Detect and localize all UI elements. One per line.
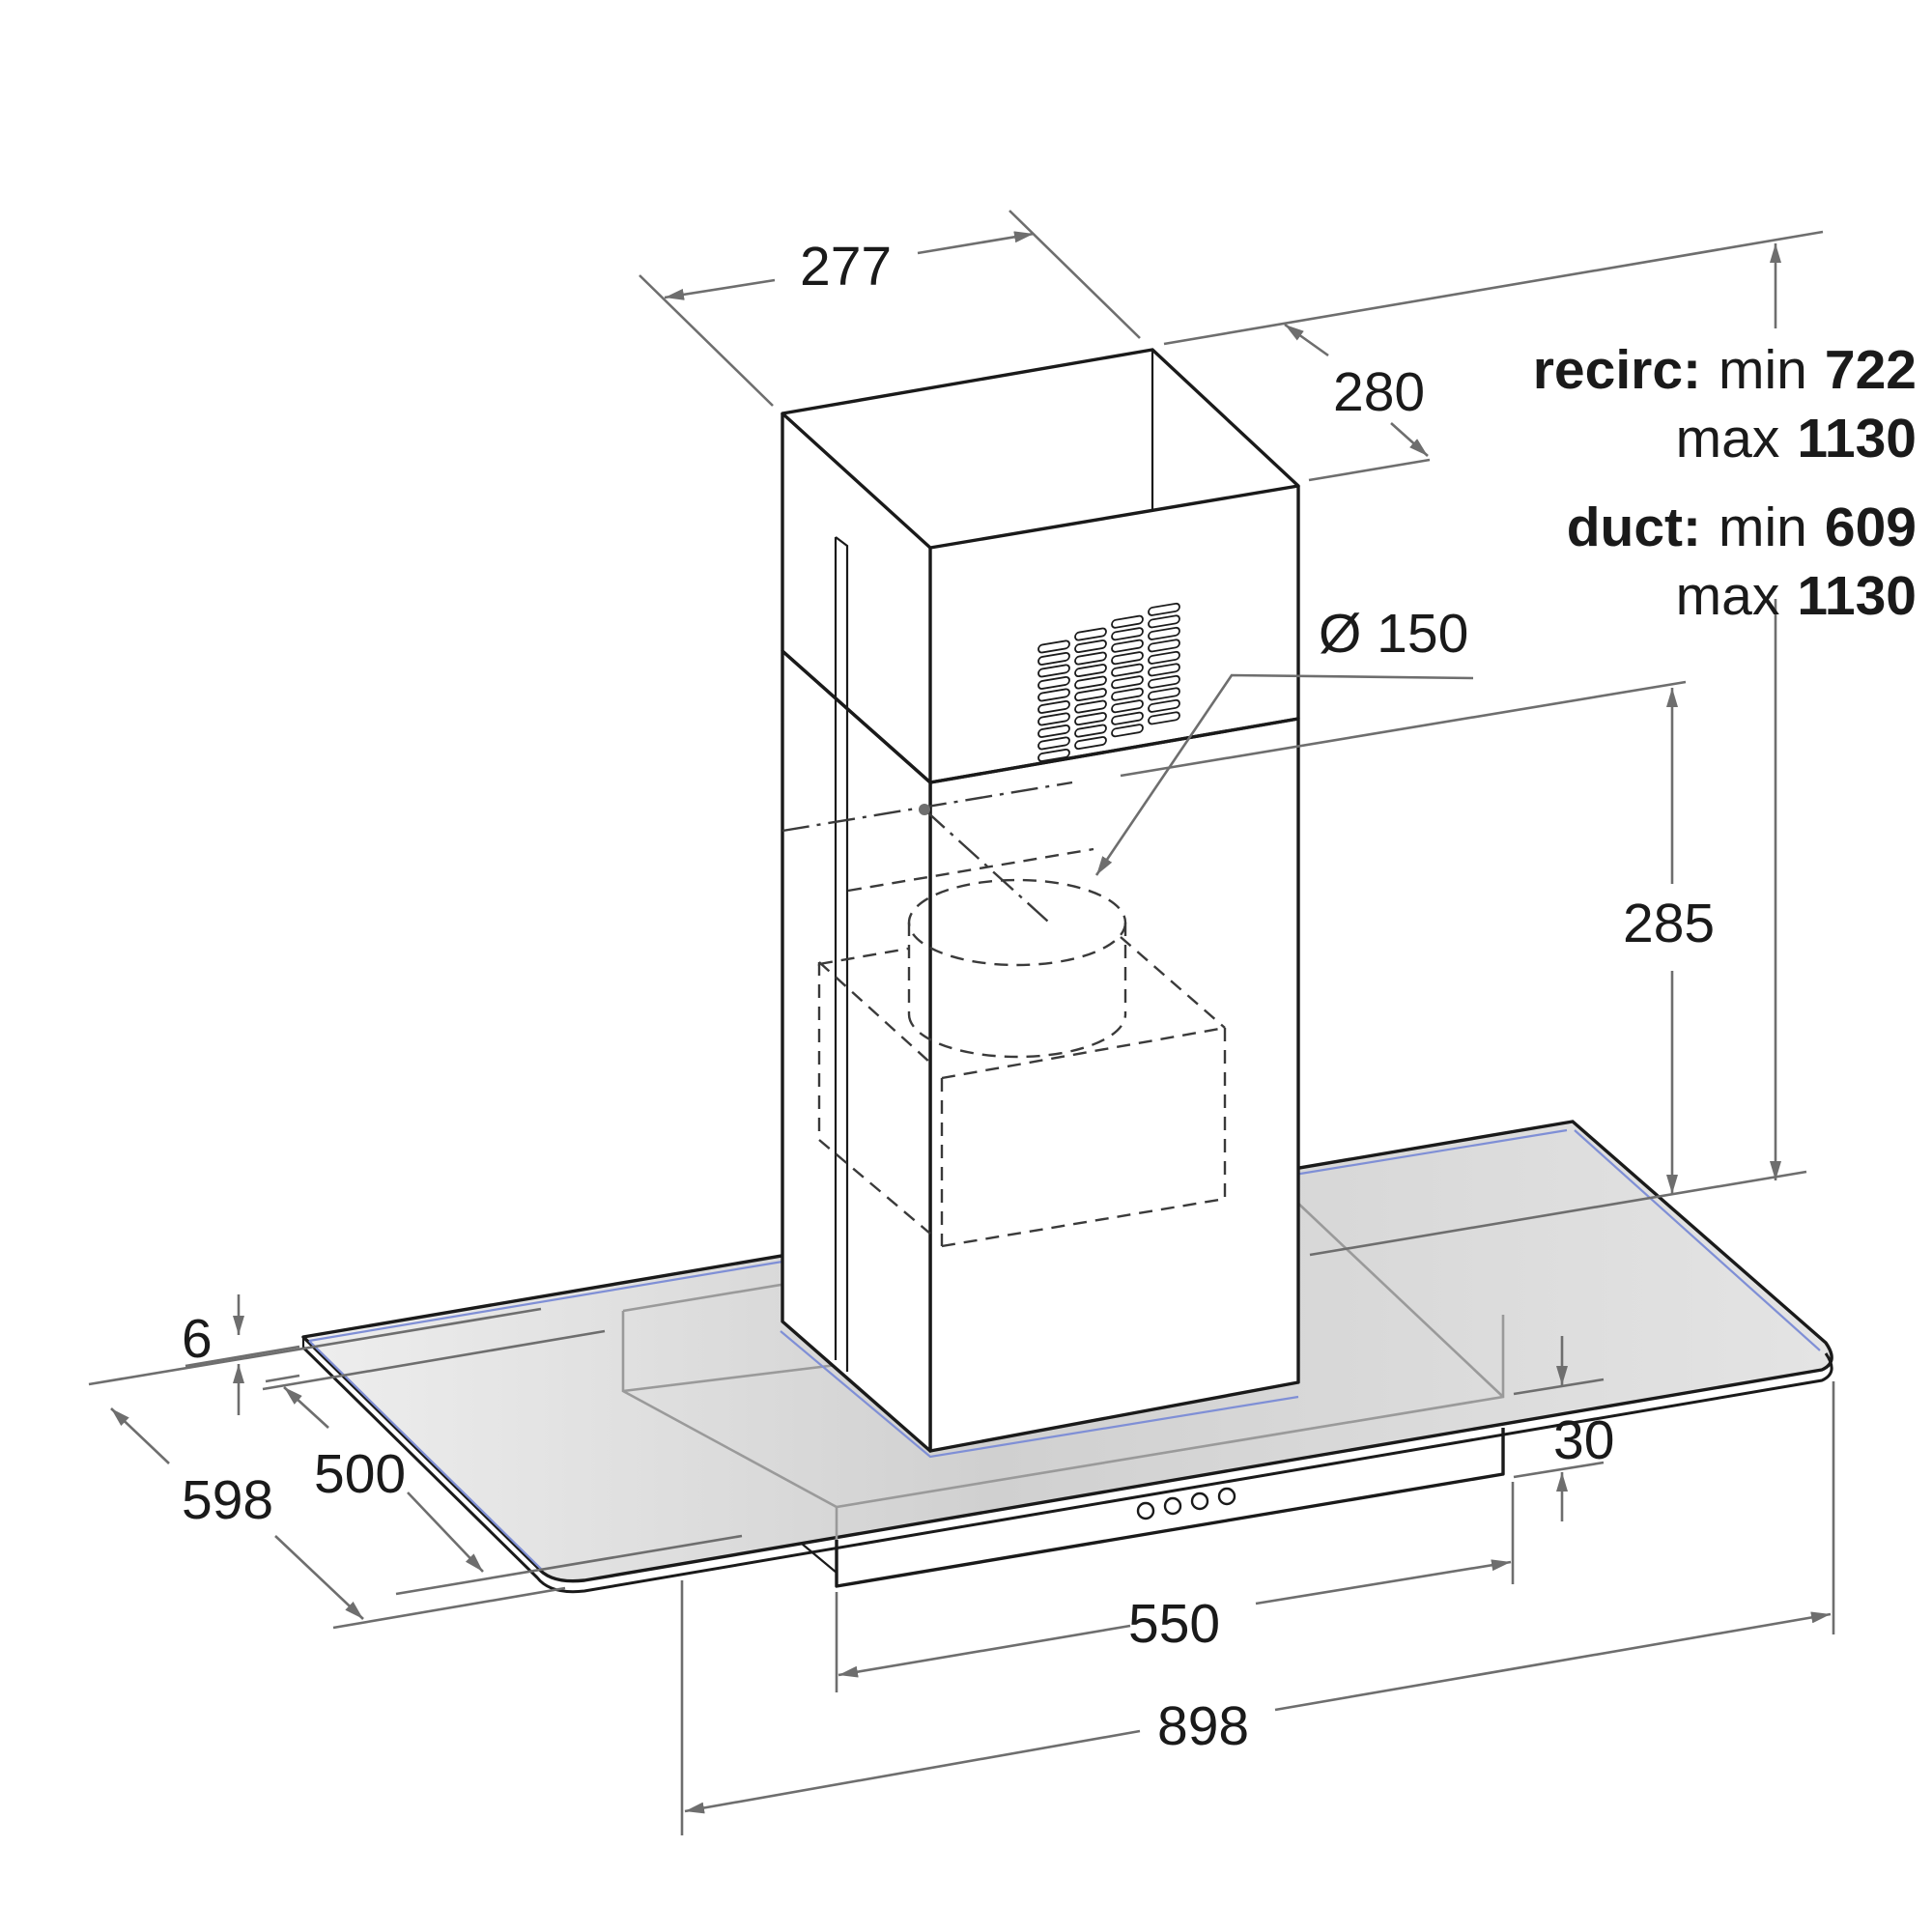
vent-slot xyxy=(1148,602,1180,616)
duct-max-line: max 1130 xyxy=(1676,565,1917,627)
vent-slot xyxy=(1074,639,1107,654)
glass-thickness-label: 6 xyxy=(182,1308,213,1370)
control-knob-icon[interactable] xyxy=(1217,1487,1236,1506)
vent-slot xyxy=(1148,626,1180,640)
vent-slot xyxy=(1111,639,1144,653)
vent-slot xyxy=(1148,698,1180,713)
height-specification: recirc: min 722 max 1130 duct: min 609 m… xyxy=(1533,339,1917,627)
vent-slot xyxy=(1111,675,1144,690)
vent-slot xyxy=(1074,688,1107,702)
duct-height-label: 285 xyxy=(1623,893,1715,954)
vent-slot xyxy=(1074,675,1107,690)
vent-slot xyxy=(1074,627,1107,641)
recirc-max-line: max 1130 xyxy=(1676,408,1917,469)
dimension-labels: 277 280 Ø 150 285 6 500 598 30 550 898 xyxy=(182,236,1715,1757)
vent-slot xyxy=(1074,664,1107,678)
chimney xyxy=(780,348,1300,1459)
duct-min-line: duct: min 609 xyxy=(1567,497,1917,558)
chimney-width-label: 277 xyxy=(800,236,892,298)
vent-slot xyxy=(1074,724,1107,738)
control-knob-icon[interactable] xyxy=(1163,1496,1182,1516)
vent-slot xyxy=(1111,724,1144,738)
vent-slot xyxy=(1037,699,1070,714)
vent-slot xyxy=(1111,627,1144,641)
vent-slot xyxy=(1037,724,1070,738)
vent-slot xyxy=(1037,651,1070,666)
body-width-label: 550 xyxy=(1128,1593,1220,1655)
vent-slot xyxy=(1148,687,1180,701)
rim-height-label: 30 xyxy=(1553,1409,1614,1471)
vent-slot xyxy=(1148,614,1180,629)
vent-slot xyxy=(1074,736,1107,751)
duct-diameter-label: Ø 150 xyxy=(1319,603,1468,665)
vent-slot xyxy=(1037,736,1070,751)
vent-slot xyxy=(1148,674,1180,689)
dimension-lines xyxy=(88,210,1835,1835)
inner-depth-label: 500 xyxy=(314,1443,406,1505)
vent-slot xyxy=(1037,712,1070,726)
control-knob-icon[interactable] xyxy=(1136,1501,1155,1520)
vent-slot xyxy=(1037,688,1070,702)
ventilation-grille xyxy=(1037,602,1180,762)
vent-slot xyxy=(1148,663,1180,677)
control-knob-icon[interactable] xyxy=(1190,1492,1209,1511)
vent-slot xyxy=(1037,664,1070,678)
vent-slot xyxy=(1074,712,1107,726)
recirc-min-line: recirc: min 722 xyxy=(1533,339,1917,401)
vent-slot xyxy=(1074,699,1107,714)
vent-slot xyxy=(1037,675,1070,690)
vent-slot xyxy=(1111,651,1144,666)
chimney-depth-label: 280 xyxy=(1333,361,1425,423)
vent-slot xyxy=(1111,687,1144,701)
vent-slot xyxy=(1111,663,1144,677)
vent-slot xyxy=(1074,651,1107,666)
total-width-label: 898 xyxy=(1157,1695,1249,1757)
vent-slot xyxy=(1148,711,1180,725)
vent-slot xyxy=(1111,699,1144,714)
vent-slot xyxy=(1148,639,1180,653)
lower-body-rim xyxy=(801,1428,1505,1588)
vent-slot xyxy=(1111,711,1144,725)
vent-slot xyxy=(1037,748,1070,762)
hidden-motor-housing xyxy=(781,781,1227,1248)
vent-slot xyxy=(1148,650,1180,665)
vent-slot xyxy=(1111,614,1144,629)
total-depth-label: 598 xyxy=(182,1469,273,1531)
vent-slot xyxy=(1037,639,1070,654)
